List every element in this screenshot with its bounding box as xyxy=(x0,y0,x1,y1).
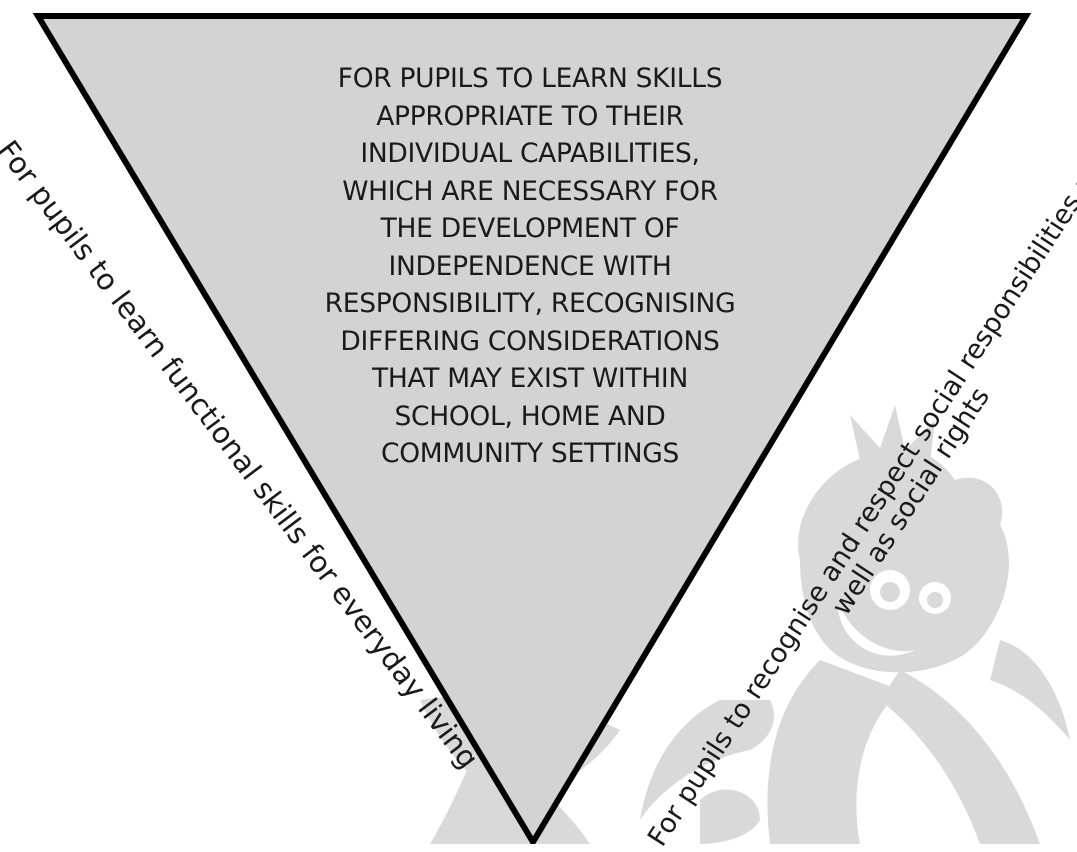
central-statement-line: THAT MAY EXIST WITHIN xyxy=(372,363,688,394)
central-statement-line: COMMUNITY SETTINGS xyxy=(381,438,679,469)
central-statement-line: WHICH ARE NECESSARY FOR xyxy=(342,175,718,207)
central-statement: FOR PUPILS TO LEARN SKILLS APPROPRIATE T… xyxy=(250,60,810,473)
central-statement-line: THE DEVELOPMENT OF xyxy=(380,213,680,244)
inverted-triangle xyxy=(32,13,1032,844)
central-statement-line: DIFFERING CONSIDERATIONS xyxy=(340,325,720,357)
central-statement-line: APPROPRIATE TO THEIR xyxy=(376,100,684,132)
central-statement-line: FOR PUPILS TO LEARN SKILLS xyxy=(337,63,723,94)
central-statement-line: INDEPENDENCE WITH xyxy=(388,250,672,282)
central-statement-line: SCHOOL, HOME AND xyxy=(394,400,666,432)
central-statement-line: RESPONSIBILITY, RECOGNISING xyxy=(324,288,736,319)
central-statement-line: INDIVIDUAL CAPABILITIES, xyxy=(360,138,700,169)
